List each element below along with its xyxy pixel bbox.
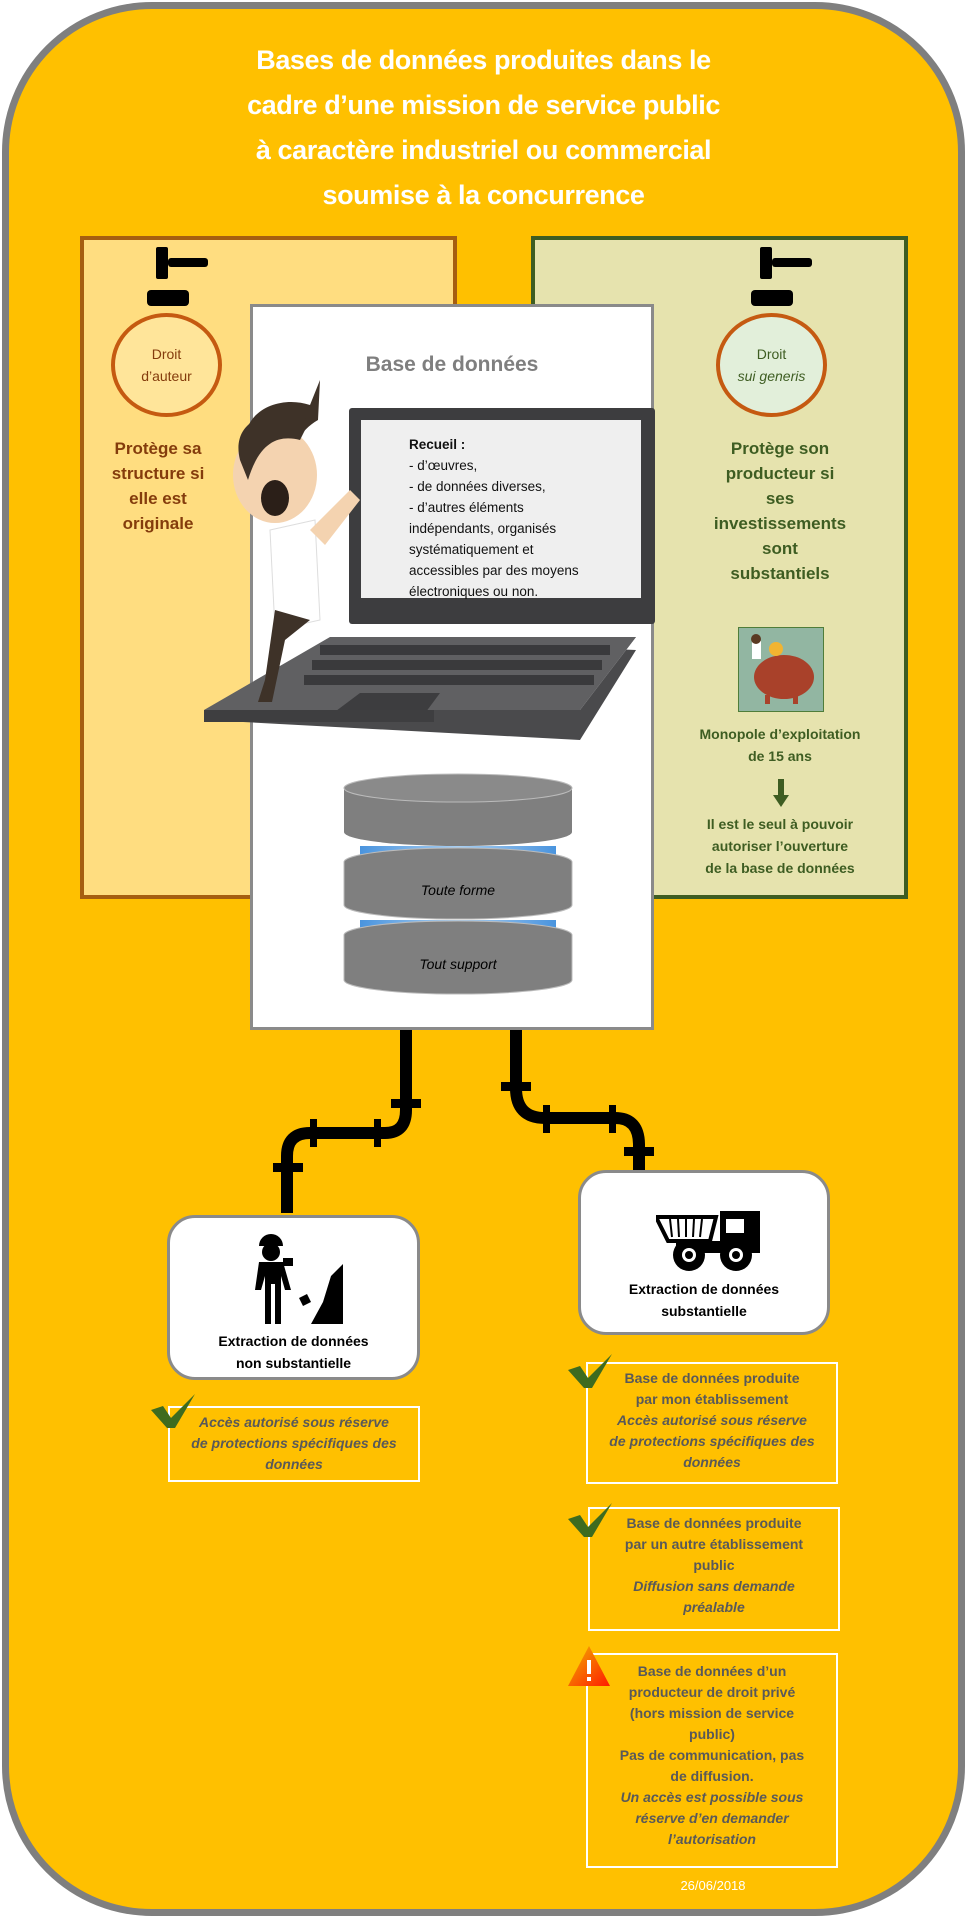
text-line: données bbox=[265, 1456, 323, 1472]
arrow-down-icon bbox=[773, 779, 789, 807]
text-line: (hors mission de service bbox=[629, 1705, 795, 1721]
droit-auteur-circle: Droit d’auteur bbox=[111, 313, 222, 417]
circle-label: d’auteur bbox=[141, 368, 192, 384]
text-line: données bbox=[683, 1454, 741, 1470]
text-line: de la base de données bbox=[705, 860, 855, 876]
text-line: de protections spécifiques des bbox=[191, 1435, 397, 1451]
title-line: soumise à la concurrence bbox=[322, 180, 645, 210]
page-title: Bases de données produites dans le cadre… bbox=[150, 38, 817, 218]
note-droit-prive: Base de données d’un producteur de droit … bbox=[586, 1653, 838, 1868]
circle-label: sui generis bbox=[737, 368, 806, 384]
text-line: de 15 ans bbox=[748, 748, 812, 764]
extraction-label: Extraction de données non substantielle bbox=[170, 1330, 417, 1374]
text-line: substantielle bbox=[661, 1303, 747, 1319]
text-line: Base de données d’un bbox=[637, 1663, 787, 1679]
text-line: électroniques ou non. bbox=[409, 584, 539, 599]
checkmark-icon bbox=[151, 1394, 195, 1428]
checkmark-icon bbox=[568, 1354, 612, 1388]
text-line: Protège son bbox=[730, 439, 830, 458]
checkmark-icon bbox=[568, 1503, 612, 1537]
text-line: sont bbox=[762, 539, 798, 558]
text-line: Base de données produite bbox=[624, 1370, 800, 1386]
monopole-text: Monopole d’exploitation de 15 ans bbox=[655, 723, 905, 767]
text-line: par un autre établissement bbox=[624, 1536, 804, 1552]
title-line: cadre d’une mission de service public bbox=[247, 90, 720, 120]
text-line: autoriser l’ouverture bbox=[711, 838, 849, 854]
extraction-substantielle-box: Extraction de données substantielle bbox=[578, 1170, 830, 1335]
text-line: de protections spécifiques des bbox=[609, 1433, 815, 1449]
warning-icon bbox=[568, 1646, 610, 1686]
text-line: Monopole d’exploitation bbox=[699, 726, 861, 742]
sui-generis-description: Protège son producteur si ses investisse… bbox=[655, 436, 905, 586]
text-line: public bbox=[693, 1557, 735, 1573]
text-line: indépendants, organisés bbox=[409, 521, 557, 536]
text-line: investissements bbox=[713, 514, 847, 533]
text-line: - d’œuvres, bbox=[409, 458, 478, 473]
text-line: Un accès est possible sous bbox=[620, 1789, 804, 1805]
text-line: Diffusion sans demande bbox=[633, 1578, 795, 1594]
extraction-label: Extraction de données substantielle bbox=[581, 1278, 827, 1322]
text-line: Protège sa bbox=[114, 439, 202, 458]
laptop-with-character-illustration bbox=[204, 380, 636, 740]
text-line: systématiquement et bbox=[409, 542, 534, 557]
seul-autoriser-text: Il est le seul à pouvoir autoriser l’ouv… bbox=[655, 813, 905, 879]
text-line: Pas de communication, pas bbox=[619, 1747, 805, 1763]
database-cylinder-icon bbox=[343, 773, 573, 995]
miner-icon bbox=[255, 1234, 343, 1324]
pipes-illustration bbox=[273, 1030, 654, 1213]
text-line: substantiels bbox=[730, 564, 830, 583]
text-line: structure si bbox=[111, 464, 205, 483]
circle-label: Droit bbox=[151, 346, 182, 362]
text-line: par mon établissement bbox=[635, 1391, 789, 1407]
gavel-icon bbox=[147, 247, 208, 306]
droit-auteur-description: Protège sa structure si elle est origina… bbox=[99, 436, 217, 536]
note-autre-etablissement: Base de données produite par un autre éta… bbox=[588, 1507, 840, 1631]
text-line: elle est bbox=[129, 489, 187, 508]
text-line: l’autorisation bbox=[668, 1831, 756, 1847]
circle-label: Droit bbox=[756, 346, 787, 362]
gavel-icon bbox=[751, 247, 812, 306]
text-line: Base de données produite bbox=[626, 1515, 802, 1531]
note-non-substantielle: Accès autorisé sous réserve de protection… bbox=[168, 1406, 420, 1482]
laptop-screen: Recueil : - d’œuvres, - de données diver… bbox=[349, 408, 655, 624]
text-line: de diffusion. bbox=[670, 1768, 754, 1784]
text-line: - de données diverses, bbox=[409, 479, 546, 494]
text-line: ses bbox=[765, 489, 795, 508]
text-line: réserve d’en demander bbox=[635, 1810, 789, 1826]
text-line: Extraction de données bbox=[628, 1281, 780, 1297]
note-mon-etablissement: Base de données produite par mon établiss… bbox=[586, 1362, 838, 1484]
text-line: Il est le seul à pouvoir bbox=[706, 816, 854, 832]
text-line: Extraction de données bbox=[218, 1333, 369, 1349]
piggy-bank-icon bbox=[738, 627, 824, 712]
recueil-definition: Recueil : - d’œuvres, - de données diver… bbox=[361, 420, 641, 599]
mining-truck-icon bbox=[656, 1211, 760, 1271]
text-line: - d’autres éléments bbox=[409, 500, 524, 515]
extraction-non-substantielle-box: Extraction de données non substantielle bbox=[167, 1215, 420, 1380]
db-layer-tout-support: Tout support bbox=[419, 956, 497, 972]
text-line: originale bbox=[122, 514, 194, 533]
title-line: à caractère industriel ou commercial bbox=[255, 135, 712, 165]
text-line: Accès autorisé sous réserve bbox=[617, 1412, 807, 1428]
card-title: Base de données bbox=[365, 353, 539, 376]
text-line: non substantielle bbox=[235, 1355, 352, 1371]
text-line: Accès autorisé sous réserve bbox=[199, 1414, 389, 1430]
date-label: 26/06/2018 bbox=[680, 1878, 746, 1893]
title-line: Bases de données produites dans le bbox=[256, 45, 711, 75]
db-layer-toute-forme: Toute forme bbox=[420, 882, 496, 898]
recueil-title: Recueil : bbox=[409, 437, 466, 452]
text-line: producteur de droit privé bbox=[628, 1684, 796, 1700]
text-line: accessibles par des moyens bbox=[409, 563, 579, 578]
text-line: public) bbox=[689, 1726, 735, 1742]
text-line: préalable bbox=[683, 1599, 745, 1615]
text-line: producteur si bbox=[725, 464, 835, 483]
droit-sui-generis-circle: Droit sui generis bbox=[716, 313, 827, 417]
